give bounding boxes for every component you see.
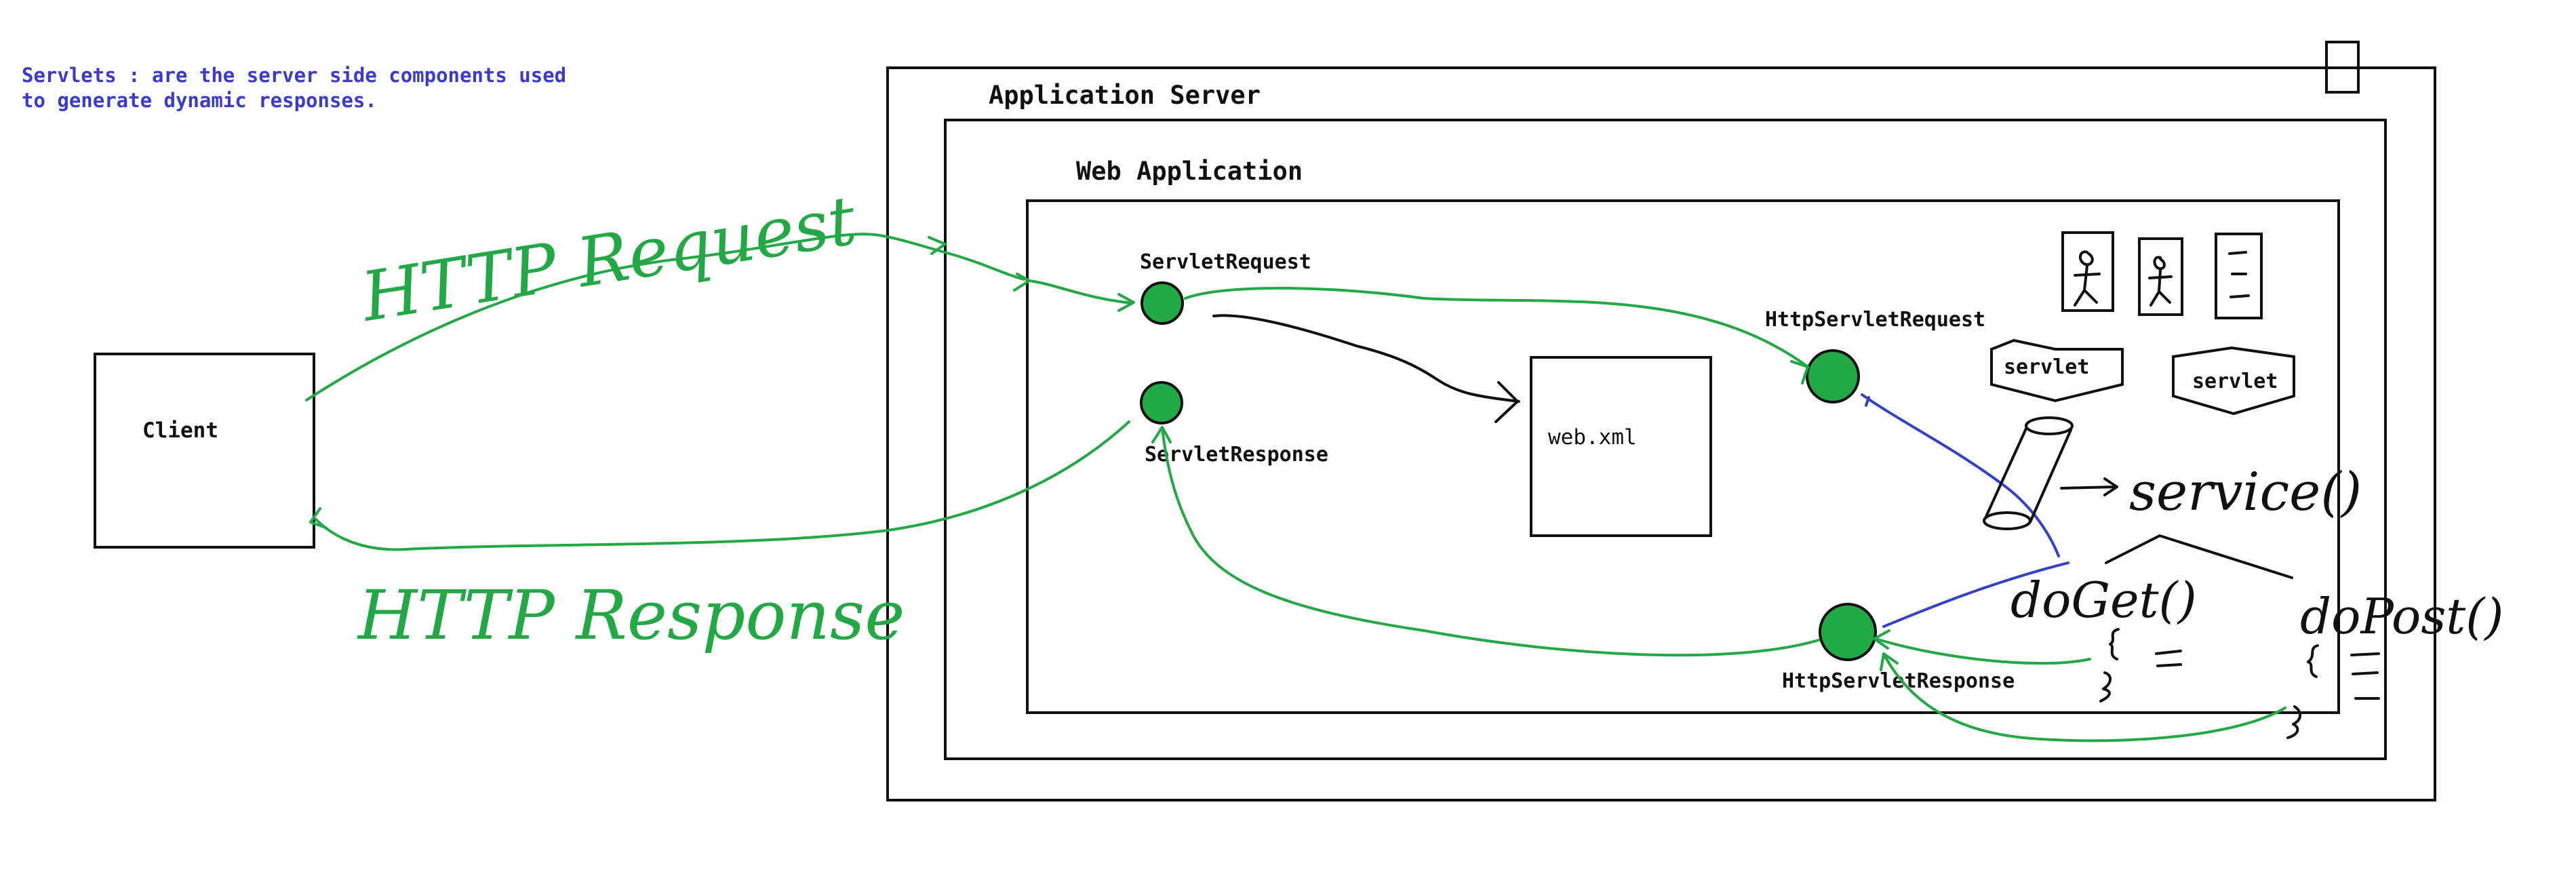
doget-return-arrow	[1874, 637, 2091, 665]
note-line-2: to generate dynamic responses.	[22, 89, 377, 112]
http-request-handwriting: HTTP Request	[355, 180, 862, 337]
dopost-handwriting: doPost()	[2300, 588, 2503, 645]
dopost-body-brackets	[2286, 644, 2380, 739]
http-servlet-request-label: HttpServletRequest	[1765, 308, 1985, 332]
web-xml-label: web.xml	[1548, 425, 1637, 450]
http-servlet-response-node	[1819, 603, 1877, 661]
http-request-to-service-link	[1861, 393, 2060, 557]
service-handwriting: service()	[2129, 462, 2362, 523]
window-handle-icon	[2325, 41, 2360, 94]
http-response-handwriting: HTTP Response	[357, 576, 905, 655]
http-servlet-request-node	[1806, 349, 1860, 403]
service-cylinder-icon	[1983, 416, 2074, 530]
servlet-request-node	[1141, 281, 1184, 325]
http-response-arrow	[315, 420, 1130, 551]
client-box	[94, 353, 315, 549]
http-request-arrow	[305, 233, 1025, 401]
stick-figure-icon-1	[2061, 231, 2114, 312]
http-servlet-response-label: HttpServletResponse	[1782, 669, 2015, 693]
note-line-1: Servlets : are the server side component…	[22, 64, 566, 87]
servlet-instance-icons	[2061, 231, 2263, 319]
doget-body-brackets	[2099, 628, 2182, 702]
http-servlet-response-to-servlet-response-arrow	[1161, 427, 1820, 657]
web-application-label: Web Application	[1076, 157, 1303, 186]
service-arrow	[2060, 486, 2117, 490]
request-into-servlet-arrow	[1028, 279, 1134, 304]
servlet-label-1: servlet	[2004, 355, 2089, 379]
http-response-to-doget-link	[1882, 561, 2069, 628]
dopost-return-arrow	[1884, 655, 2286, 742]
web-xml-box	[1530, 356, 1712, 537]
client-label: Client	[142, 418, 218, 443]
servlet-request-label: ServletRequest	[1140, 250, 1311, 274]
stick-figure-icon-2	[2138, 237, 2183, 316]
application-server-box	[886, 66, 2436, 801]
web-application-box	[1026, 199, 2340, 714]
servlet-response-node	[1140, 381, 1183, 424]
web-xml-lookup-arrow	[1212, 314, 1520, 403]
container-box	[944, 119, 2387, 760]
application-server-label: Application Server	[989, 81, 1261, 110]
servlet-hexagon-2	[2172, 346, 2295, 416]
servlet-hexagon-1	[1990, 338, 2124, 403]
doget-handwriting: doGet()	[2010, 572, 2197, 629]
request-to-http-request-arrow	[1184, 287, 1808, 368]
document-icon	[2215, 233, 2263, 319]
servlet-response-label: ServletResponse	[1145, 443, 1328, 467]
servlet-label-2: servlet	[2192, 370, 2278, 393]
service-branch-lines	[2105, 534, 2293, 579]
